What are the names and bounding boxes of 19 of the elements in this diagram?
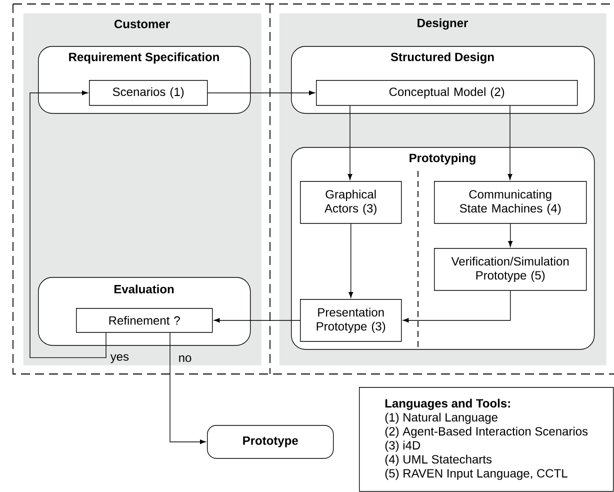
edge-label: yes <box>109 353 130 364</box>
arrow <box>207 90 315 96</box>
process-box: Scenarios (1) <box>89 80 208 106</box>
terminal-box: Prototype <box>207 425 334 459</box>
process-box: Refinement ? <box>76 308 213 333</box>
process-box: Verification/Simulation Prototype (5) <box>434 248 587 291</box>
process-box: Conceptual Model (2) <box>316 80 578 106</box>
arrow <box>214 318 300 323</box>
arrow <box>30 90 106 358</box>
arrow <box>508 223 513 247</box>
process-box: Presentation Prototype (3) <box>300 299 402 342</box>
arrow <box>170 332 206 444</box>
arrow <box>348 105 352 180</box>
arrow <box>508 105 512 180</box>
process-box: Communicating State Machines (4) <box>434 181 587 224</box>
arrow <box>348 223 354 298</box>
process-box: Graphical Actors (3) <box>300 181 402 224</box>
arrow <box>402 290 511 323</box>
legend-box: Languages and Tools: (1) Natural Language (2) Agent-Based Interaction Scenarios (3) i4D (4) UML Statecharts (5) RAVEN Input Language, CCTL <box>359 387 614 492</box>
